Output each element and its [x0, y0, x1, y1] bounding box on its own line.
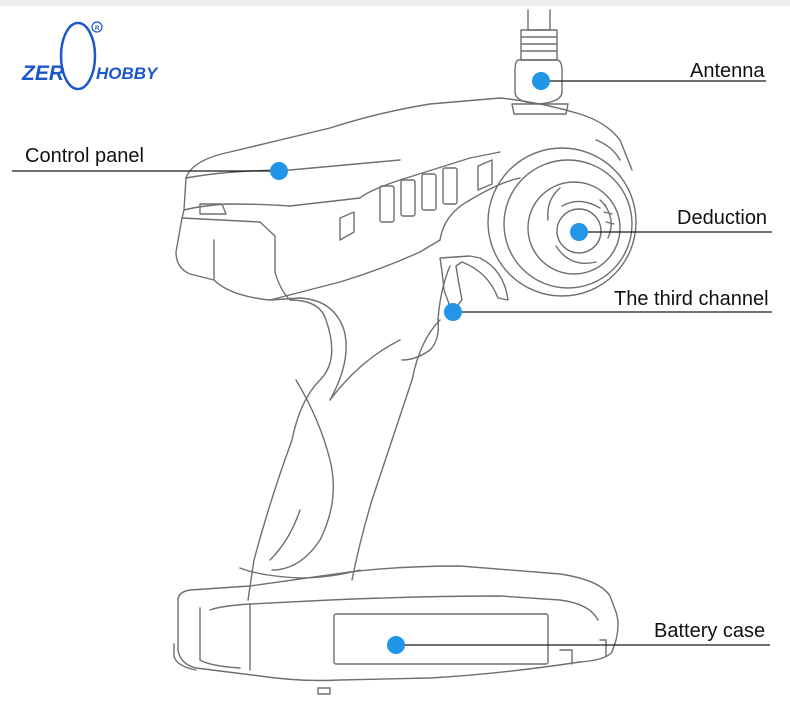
panel-switch: [199, 203, 227, 215]
grip-front: [351, 319, 441, 581]
steering-wheel-rim: [503, 159, 633, 289]
logo-text-right: HOBBY: [96, 64, 159, 83]
deduction-marker: [570, 223, 588, 241]
third-channel-marker: [444, 303, 462, 321]
deduction-label: Deduction: [677, 207, 768, 229]
panel-button-2: [400, 179, 416, 217]
antenna-label: Antenna: [690, 60, 765, 82]
control-panel-marker: [270, 162, 288, 180]
panel-button-4: [442, 167, 458, 205]
battery-case-top: [177, 565, 619, 663]
steering-wheel-inner: [527, 181, 621, 275]
control-panel-label: Control panel: [25, 145, 144, 167]
antenna-tip: [527, 9, 551, 31]
antenna-collar: [520, 29, 558, 61]
third-channel-label: The third channel: [614, 288, 769, 310]
panel-button-3: [421, 173, 437, 211]
steering-wheel-outer: [487, 147, 637, 297]
logo-text-left: ZER: [21, 62, 65, 85]
steering-wheel-hub: [556, 208, 602, 254]
battery-case-label: Battery case: [654, 620, 766, 642]
antenna-marker: [532, 72, 550, 90]
battery-case-front: [177, 599, 581, 682]
callout-markers: [270, 72, 588, 654]
logo-ring-icon: [59, 21, 97, 91]
registered-mark-icon: [91, 21, 103, 33]
control-panel-front: [175, 177, 215, 281]
callout-lines: [12, 80, 772, 646]
top-border: [0, 0, 790, 6]
grip-back: [247, 299, 333, 601]
panel-button-1: [379, 185, 395, 223]
body-top-edge: [185, 97, 633, 179]
battery-case-marker: [387, 636, 405, 654]
svg-text:R: R: [95, 26, 100, 32]
transmitter-outline: [173, 9, 637, 695]
battery-door: [333, 613, 549, 665]
brand-logo: R ZER HOBBY: [21, 21, 159, 91]
